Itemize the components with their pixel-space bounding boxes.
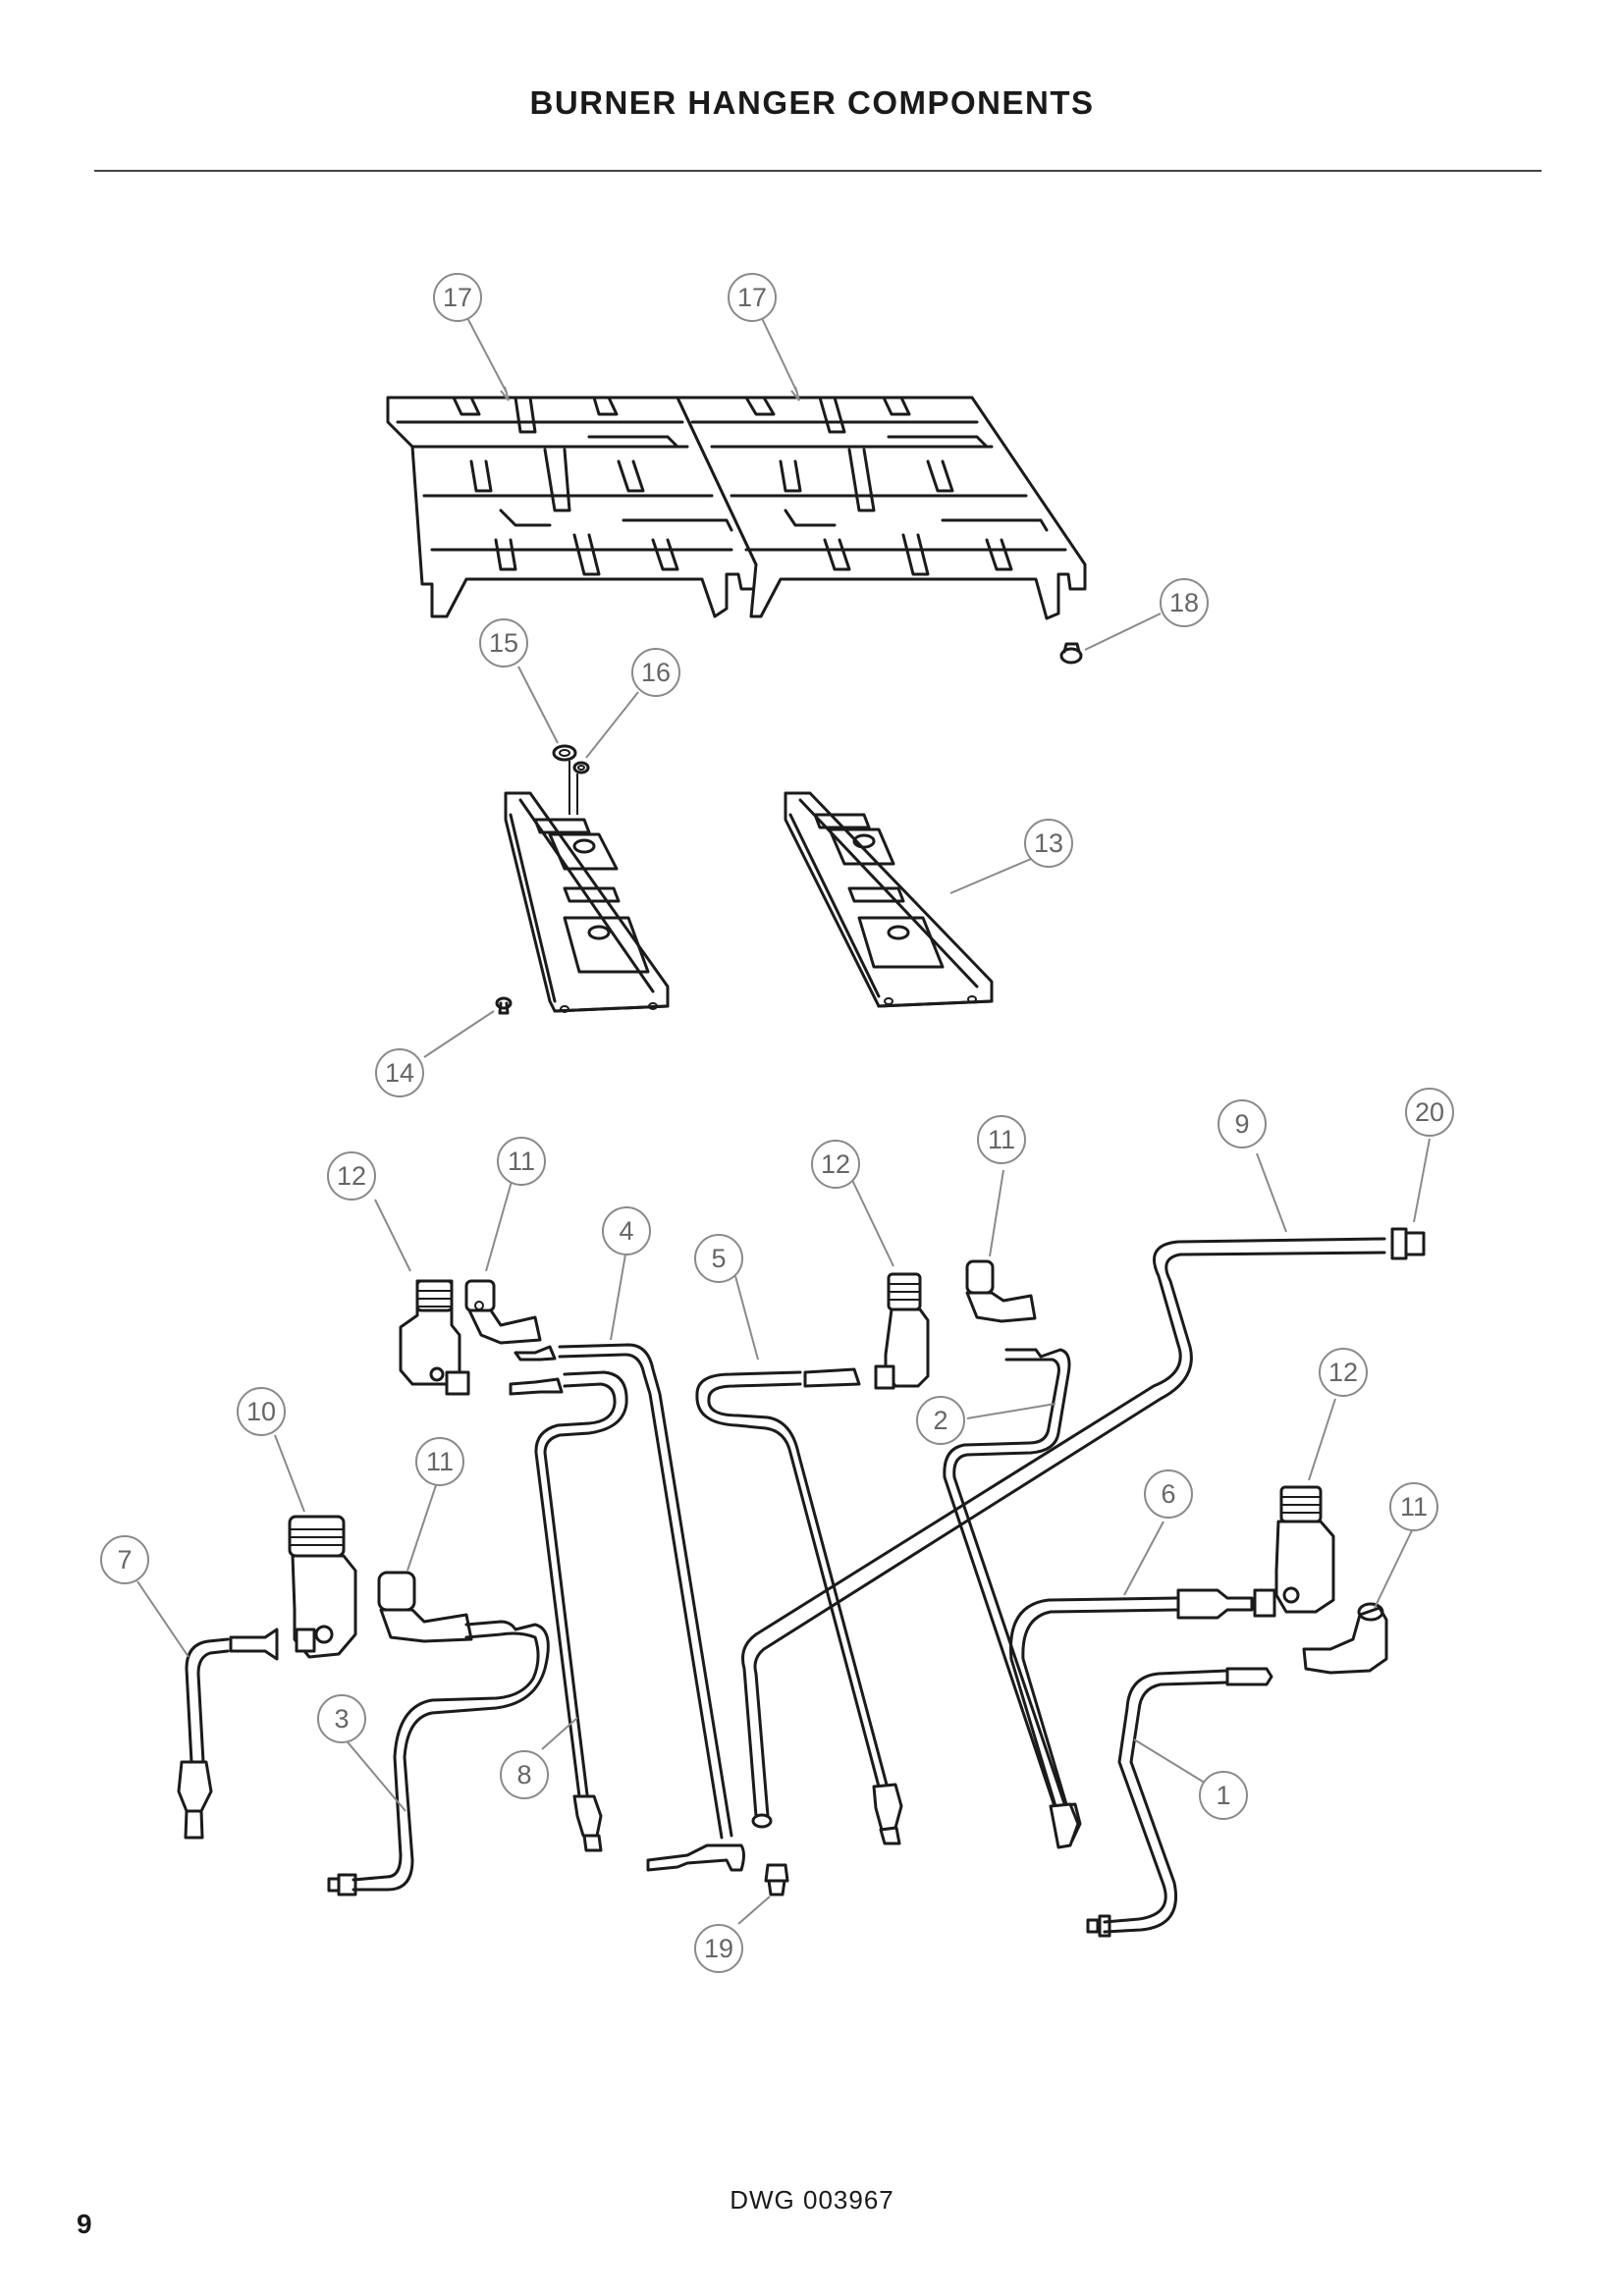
gas-tube-3 <box>327 1620 550 1896</box>
callout-10: 10 <box>237 1387 286 1436</box>
burner-hanger-bracket-left <box>504 791 670 1013</box>
gas-tube-5 <box>695 1367 903 1845</box>
callout-12-right: 12 <box>1319 1348 1368 1397</box>
valve-body-left <box>399 1279 470 1396</box>
callout-6: 6 <box>1144 1469 1193 1519</box>
svg-text:8: 8 <box>516 1760 531 1789</box>
svg-text:11: 11 <box>508 1147 535 1176</box>
grate-foot <box>1059 642 1083 665</box>
callout-20: 20 <box>1405 1088 1454 1137</box>
callout-17-left: 17 <box>433 273 482 322</box>
inlet-fitting <box>1390 1227 1426 1260</box>
svg-text:5: 5 <box>711 1244 726 1273</box>
valve-body-right <box>1253 1485 1335 1618</box>
svg-text:12: 12 <box>1328 1358 1358 1387</box>
callout-16: 16 <box>631 648 680 697</box>
callout-18: 18 <box>1160 578 1209 627</box>
main-valve-body <box>288 1515 357 1659</box>
grate-right <box>676 396 1087 620</box>
gas-tube-7 <box>177 1628 279 1840</box>
callout-15: 15 <box>479 618 528 667</box>
callout-9: 9 <box>1218 1099 1267 1148</box>
small-washer <box>572 761 590 774</box>
callout-11-center: 11 <box>977 1115 1026 1164</box>
svg-text:10: 10 <box>246 1397 276 1426</box>
elbow-right <box>1302 1602 1388 1675</box>
drawing-number: DWG 003967 <box>730 2185 894 2215</box>
svg-text:9: 9 <box>1234 1109 1249 1139</box>
screw <box>495 996 513 1015</box>
burner-hanger-bracket <box>784 791 994 1008</box>
svg-text:16: 16 <box>641 658 671 687</box>
orifice-fitting <box>764 1863 789 1896</box>
svg-text:11: 11 <box>1400 1492 1428 1522</box>
callout-bubbles: 17 17 18 15 16 13 14 12 11 4 5 12 11 9 2… <box>100 273 1454 1973</box>
leader-lines <box>136 313 1431 1925</box>
callout-3: 3 <box>317 1694 366 1743</box>
callout-14: 14 <box>375 1048 424 1097</box>
elbow-lower-left <box>377 1571 473 1643</box>
svg-text:17: 17 <box>737 283 767 312</box>
title-divider <box>94 170 1542 172</box>
callout-11-left: 11 <box>497 1137 546 1186</box>
callout-17-right: 17 <box>728 273 777 322</box>
page-number: 9 <box>77 2209 92 2239</box>
svg-text:11: 11 <box>988 1125 1015 1154</box>
svg-text:1: 1 <box>1216 1781 1230 1810</box>
svg-text:2: 2 <box>933 1406 947 1435</box>
svg-text:17: 17 <box>443 283 472 312</box>
svg-text:7: 7 <box>117 1545 132 1575</box>
svg-text:19: 19 <box>704 1934 733 1963</box>
svg-text:14: 14 <box>385 1058 414 1088</box>
callout-13: 13 <box>1024 819 1073 868</box>
grate-assembly <box>386 396 1087 620</box>
callout-4: 4 <box>602 1206 651 1255</box>
callout-2: 2 <box>916 1396 965 1445</box>
gas-tube-9 <box>741 1237 1386 1829</box>
svg-text:15: 15 <box>489 628 518 658</box>
elbow-left <box>464 1279 542 1345</box>
svg-text:13: 13 <box>1034 828 1063 858</box>
svg-text:4: 4 <box>619 1216 633 1246</box>
callout-8: 8 <box>500 1750 549 1799</box>
svg-text:12: 12 <box>821 1149 850 1179</box>
callout-5: 5 <box>694 1234 743 1283</box>
callout-12-left: 12 <box>327 1151 376 1201</box>
svg-text:6: 6 <box>1161 1479 1175 1509</box>
valve-body-center <box>874 1272 930 1390</box>
svg-text:11: 11 <box>426 1447 454 1476</box>
callout-11-lower-left: 11 <box>415 1437 464 1486</box>
page-title: BURNER HANGER COMPONENTS <box>529 84 1095 121</box>
svg-text:12: 12 <box>337 1161 366 1191</box>
svg-text:3: 3 <box>334 1704 349 1734</box>
svg-text:20: 20 <box>1415 1097 1444 1127</box>
callout-7: 7 <box>100 1535 149 1584</box>
callout-12-center: 12 <box>811 1140 860 1189</box>
svg-text:18: 18 <box>1169 588 1199 617</box>
callout-19: 19 <box>694 1924 743 1973</box>
elbow-center <box>965 1259 1037 1323</box>
gas-tube-8 <box>509 1370 628 1852</box>
gas-tube-6 <box>1008 1588 1254 1849</box>
gas-tube-4 <box>514 1343 745 1872</box>
washer <box>552 744 577 762</box>
callout-11-right: 11 <box>1389 1482 1438 1531</box>
washers <box>552 744 590 815</box>
callout-1: 1 <box>1199 1771 1248 1820</box>
gas-tube-1 <box>1086 1667 1273 1938</box>
